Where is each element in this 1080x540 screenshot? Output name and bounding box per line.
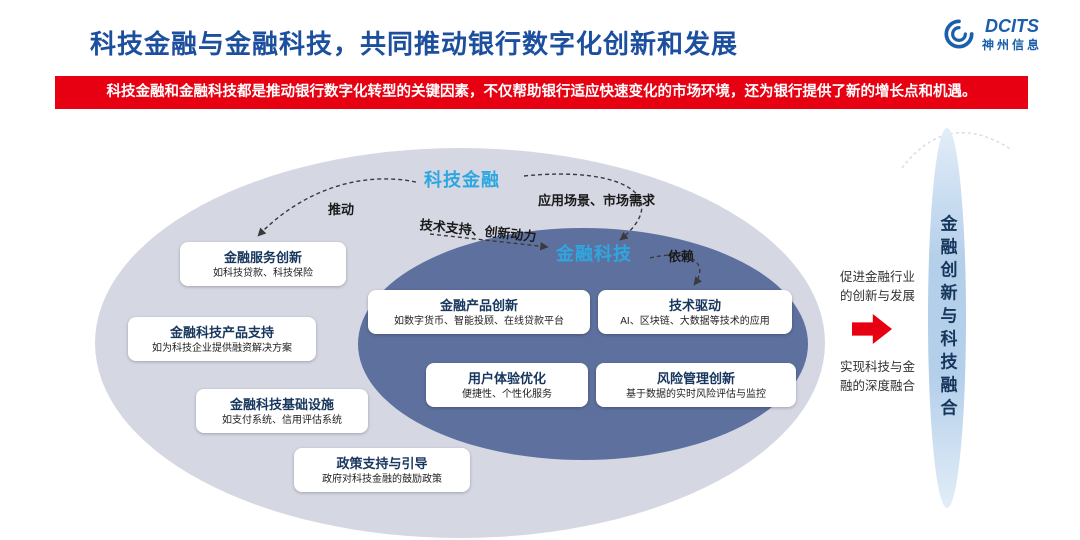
logo-subtitle: 神州信息: [981, 38, 1042, 52]
box-desc: 如数字货币、智能投顾、在线贷款平台: [394, 316, 564, 327]
box-desc: 政府对科技金融的鼓励政策: [322, 474, 442, 485]
box-financial-service-innovation: 金融服务创新 如科技贷款、科技保险: [180, 242, 346, 286]
box-desc: 基于数据的实时风险评估与监控: [626, 389, 766, 400]
box-title: 金融产品创新: [439, 298, 518, 313]
inner-ellipse-fintech: [358, 228, 808, 460]
arrow-label-push: 推动: [328, 202, 355, 217]
box-fintech-product-support: 金融科技产品支持 如为科技企业提供融资解决方案: [128, 317, 316, 361]
arrow-label-depend: 依赖: [668, 249, 695, 264]
arrow-label-scene: 应用场景、市场需求: [538, 193, 656, 208]
promote-text: 促进金融行业的创新与发展: [840, 270, 916, 304]
box-title: 金融服务创新: [223, 250, 302, 265]
label-fintech: 金融科技: [556, 244, 632, 264]
logo-name: DCITS: [984, 16, 1039, 36]
label-tech-finance: 科技金融: [424, 170, 500, 190]
achieve-text: 实现科技与金融的深度融合: [840, 360, 916, 394]
right-arrow-icon: [852, 314, 892, 344]
box-risk-management: 风险管理创新 基于数据的实时风险评估与监控: [596, 363, 796, 407]
dcits-logo: DCITS 神州信息: [941, 16, 1042, 57]
box-title: 金融科技基础设施: [229, 397, 334, 412]
summary-banner: 科技金融和金融科技都是推动银行数字化转型的关键因素，不仅帮助银行适应快速变化的市…: [55, 76, 1028, 109]
box-policy-support: 政策支持与引导 政府对科技金融的鼓励政策: [294, 448, 470, 492]
box-desc: 如为科技企业提供融资解决方案: [152, 343, 292, 354]
box-title: 金融科技产品支持: [169, 325, 274, 340]
box-desc: 便捷性、个性化服务: [462, 389, 552, 400]
page-title: 科技金融与金融科技，共同推动银行数字化创新和发展: [90, 29, 739, 59]
box-title: 用户体验优化: [467, 371, 546, 386]
box-fintech-infrastructure: 金融科技基础设施 如支付系统、信用评估系统: [196, 389, 368, 433]
box-user-experience: 用户体验优化 便捷性、个性化服务: [426, 363, 588, 407]
vertical-banner: 金融创新与科技融合: [928, 128, 966, 508]
box-title: 风险管理创新: [656, 371, 735, 386]
vertical-banner-text: 金融创新与科技融合: [937, 214, 957, 422]
box-desc: 如支付系统、信用评估系统: [222, 415, 342, 426]
box-title: 政策支持与引导: [336, 456, 428, 471]
box-technology-driven: 技术驱动 AI、区块链、大数据等技术的应用: [598, 290, 792, 334]
box-title: 技术驱动: [668, 298, 721, 313]
box-desc: 如科技贷款、科技保险: [213, 268, 313, 279]
box-financial-product-innovation: 金融产品创新 如数字货币、智能投顾、在线贷款平台: [368, 290, 590, 334]
dcits-logo-icon: [941, 16, 977, 57]
logo-text-block: DCITS 神州信息: [982, 16, 1042, 53]
box-desc: AI、区块链、大数据等技术的应用: [620, 316, 770, 327]
